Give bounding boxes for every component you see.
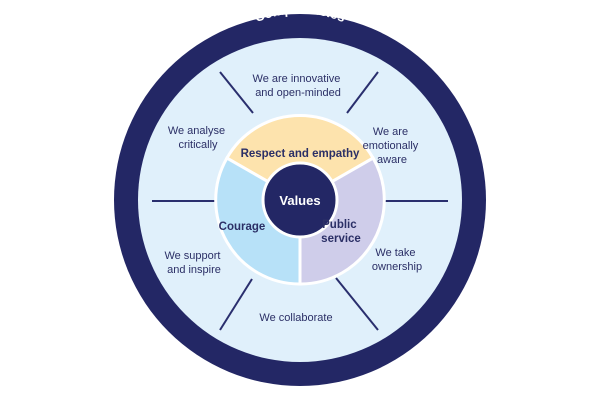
divider-bottom-left xyxy=(219,278,253,331)
competency-innovative-line-2: and open-minded xyxy=(255,87,341,99)
competency-collaborate: We collaborate xyxy=(259,312,332,324)
divider-top-left xyxy=(219,71,254,114)
divider-top-right xyxy=(346,71,379,114)
competency-innovative-line-1: We are innovative xyxy=(253,73,341,85)
value-label-public-line-1: Public xyxy=(322,219,357,231)
value-label-courage: Courage xyxy=(219,221,266,233)
competency-support-line-1: We support xyxy=(164,250,220,262)
value-label-courage-line-1: Courage xyxy=(219,221,266,233)
competency-take-ownership: We take ownership xyxy=(372,247,422,273)
competency-emotionally-aware: We are emotionally aware xyxy=(363,126,422,166)
competency-collaborate-line-1: We collaborate xyxy=(259,312,332,324)
competency-support-line-2: and inspire xyxy=(167,264,221,276)
competency-support-inspire: We support and inspire xyxy=(164,250,223,276)
competency-emotionally-line-2: emotionally xyxy=(363,140,419,152)
competency-emotionally-line-1: We are xyxy=(373,126,408,138)
competency-ownership-line-1: We take xyxy=(375,247,415,259)
competency-innovative: We are innovative and open-minded xyxy=(253,73,344,99)
value-label-public-line-2: service xyxy=(321,233,361,245)
value-label-respect-line-1: Respect and empathy xyxy=(241,148,360,160)
divider-bottom-right xyxy=(335,277,379,331)
competency-analyse-critically: We analyse critically xyxy=(168,125,228,151)
values-center-label: Values xyxy=(279,193,320,208)
competency-analyse-line-2: critically xyxy=(178,139,218,151)
value-label-respect: Respect and empathy xyxy=(241,148,360,160)
values-center xyxy=(261,161,339,239)
values-ring xyxy=(214,113,386,286)
competency-ownership-line-2: ownership xyxy=(372,261,422,273)
competency-emotionally-line-3: aware xyxy=(377,154,407,166)
competency-dividers xyxy=(152,71,448,331)
value-label-public-service: Public service xyxy=(321,219,361,245)
competency-analyse-line-1: We analyse xyxy=(168,125,225,137)
